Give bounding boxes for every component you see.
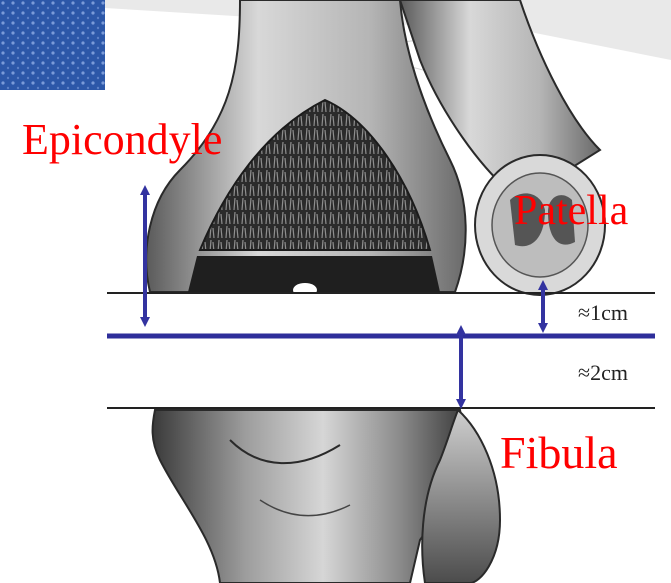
epicondyle-label: Epicondyle: [22, 118, 222, 162]
patella-label: Patella: [514, 190, 628, 232]
upper-gap-measurement: ≈1cm: [578, 302, 628, 324]
lower-gap-measurement: ≈2cm: [578, 362, 628, 384]
fibula-label: Fibula: [500, 430, 618, 476]
